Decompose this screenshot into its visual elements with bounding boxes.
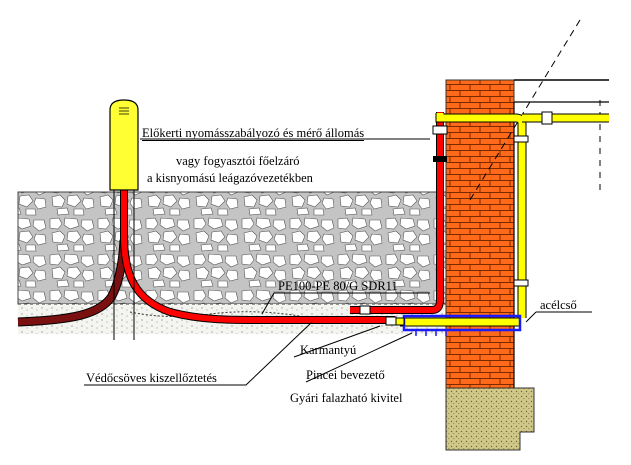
steel-pipe [400,113,609,327]
building-outline [513,79,609,388]
pipe-spec-label: PE100-PE 80/G SDR11 [278,279,398,293]
regulator-cabinet [109,99,139,340]
foundation-block [445,387,535,451]
basement-inlet-label: Pincei bevezető [306,368,385,382]
coupling-label: Karmantyú [300,343,357,357]
station-label: Előkerti nyomásszabályozó és mérő állomá… [142,126,365,141]
factory-wall-label: Gyári falazható kivitel [290,391,403,405]
pipe-fittings [359,111,553,326]
valve-label-line2: a kisnyomású leágazóvezetékben [147,171,313,185]
steel-pipe-label: acélcső [540,298,577,312]
protective-tube-label: Védőcsöves kiszellőztetés [86,371,217,385]
soil-layer [17,191,447,305]
valve-label-line1: vagy fogyasztói főelzáró [176,154,300,168]
callout-lines [84,138,592,386]
pe-pipe [120,112,444,324]
brick-wall [445,79,515,389]
